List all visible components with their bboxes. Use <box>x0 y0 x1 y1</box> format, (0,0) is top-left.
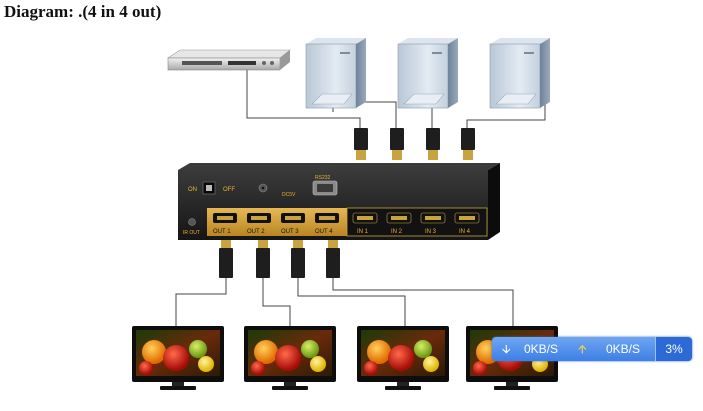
display-tv-2 <box>244 326 336 390</box>
output-label-2: OUT 2 <box>247 229 265 235</box>
output-label-1: OUT 1 <box>213 229 231 235</box>
output-hdmi-plugs <box>219 240 340 278</box>
upload-speed: 0KB/S <box>606 342 641 356</box>
ir-label: IR OUT <box>183 230 200 236</box>
source-pc-2 <box>397 38 458 109</box>
source-pc-1 <box>305 38 366 109</box>
source-pc-3 <box>489 38 550 109</box>
diagram-title: Diagram: .(4 in 4 out) <box>4 2 162 21</box>
arrow-up-icon: 🡩 <box>578 342 587 356</box>
power-on-label: ON <box>188 187 197 193</box>
output-cables <box>175 278 514 328</box>
input-label-1: IN 1 <box>357 229 369 235</box>
usage-percent: 3% <box>655 337 692 361</box>
output-ports <box>213 213 339 223</box>
input-label-3: IN 3 <box>425 229 437 235</box>
input-label-4: IN 4 <box>459 229 471 235</box>
display-tv-1 <box>132 326 224 390</box>
power-off-label: OFF <box>223 187 235 193</box>
dc-label: DC5V <box>282 192 296 198</box>
output-label-4: OUT 4 <box>315 229 333 235</box>
input-hdmi-plugs <box>354 128 475 160</box>
hdmi-matrix-switcher: ON OFF DC5V RS232 IR OUT OUT 1 OUT 2 OUT… <box>178 163 500 240</box>
download-speed: 0KB/S <box>524 342 559 356</box>
network-speed-bar[interactable]: 🡫 0KB/S 🡩 0KB/S 3% <box>492 337 692 361</box>
ir-jack-icon <box>188 218 196 226</box>
dvd-player <box>167 49 291 71</box>
input-label-2: IN 2 <box>391 229 403 235</box>
display-tv-3 <box>357 326 449 390</box>
rs232-label: RS232 <box>315 175 331 181</box>
output-label-3: OUT 3 <box>281 229 299 235</box>
arrow-down-icon: 🡫 <box>502 342 511 356</box>
input-ports <box>352 212 480 224</box>
